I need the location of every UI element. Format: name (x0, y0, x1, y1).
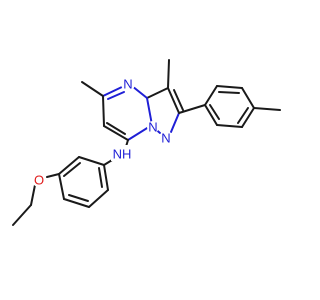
bond-tolyl-6-double (209, 104, 220, 120)
bond-tolyl-3 (241, 87, 255, 109)
bond-pyrimidine-n-c3a (131, 85, 148, 99)
atom-n-pyrimidine-label: N (123, 77, 132, 92)
bonds (12, 59, 281, 226)
bond-tolyl-4-double (237, 107, 249, 124)
bond-tolyl-methyl (253, 107, 281, 111)
bond-c2-pyrazole-n (170, 112, 180, 133)
atom-nh-amine-label: NH (113, 147, 132, 162)
bond-phenyl-2 (58, 156, 80, 175)
bond-c7-c6-double (106, 122, 126, 135)
bond-tolyl-6 (204, 104, 218, 126)
atom-n-pyrazole: N (159, 131, 173, 146)
bond-c2-tolyl (178, 104, 206, 114)
bond-tolyl-2-double (218, 91, 240, 94)
bond-phenyl-6-double (98, 167, 103, 188)
bond-phenyl-5 (88, 189, 109, 208)
bond-phenyl-3 (58, 173, 65, 200)
atom-labels: N N N NH O (32, 77, 173, 188)
bond-tolyl-1 (204, 85, 218, 106)
atom-n-bridge-label: N (148, 120, 157, 135)
atom-n-bridge: N (147, 120, 159, 135)
bond-c3-c2-double (173, 89, 184, 111)
bond-phenyl-4 (63, 198, 90, 208)
bond-tolyl-5 (216, 124, 243, 128)
bond-c7-c6 (103, 125, 129, 141)
atom-n-pyrimidine: N (121, 77, 135, 92)
bond-phenyl-oxygen (46, 173, 60, 178)
bond-c5-pyrimidine-n-double (107, 91, 125, 100)
atom-o-ether-label: O (34, 173, 44, 188)
chemical-structure: N N N NH O (12, 59, 281, 226)
bond-phenyl-4-double (68, 194, 89, 202)
structure-canvas: N N N NH O (12, 59, 281, 226)
bond-oxygen-ch2 (30, 184, 36, 206)
bond-c3-c2 (167, 87, 180, 114)
bond-c5-methyl (81, 81, 104, 97)
atom-o-ether: O (32, 173, 46, 188)
bond-c3a-c3 (146, 87, 169, 99)
bond-phenyl-2-double (63, 162, 81, 177)
bond-tolyl-2 (216, 85, 243, 89)
atom-n-pyrazole-label: N (161, 131, 170, 146)
bond-phenyl-6 (103, 164, 109, 191)
atom-nh-amine: NH (111, 145, 133, 162)
bond-phenyl-1 (78, 156, 105, 166)
bond-ch2-ch3 (12, 204, 32, 226)
bond-c6-c5 (102, 95, 105, 127)
bond-c5-pyrimidine-n (102, 85, 125, 97)
bond-c3-methyl (167, 59, 170, 89)
bond-tolyl-4 (241, 107, 255, 128)
bond-c3a-bridge-n (146, 97, 153, 126)
